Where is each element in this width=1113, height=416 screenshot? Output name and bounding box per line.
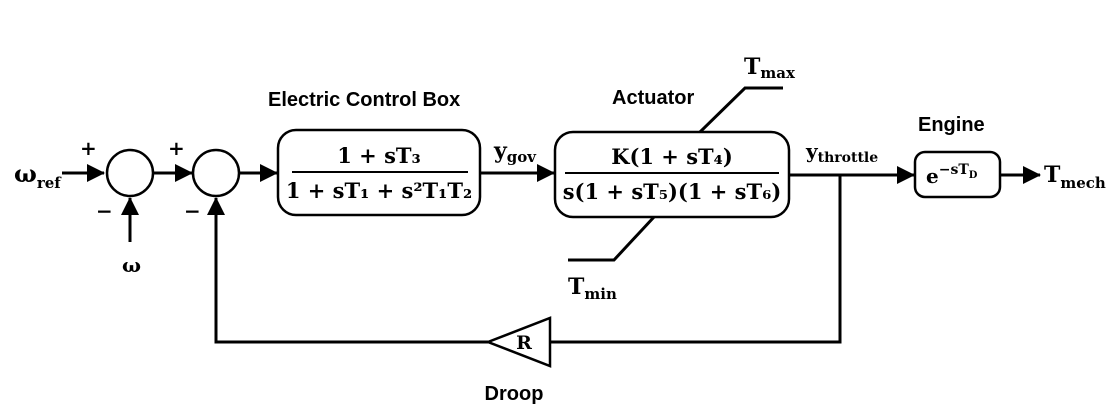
sum2-minus-sign: − bbox=[184, 199, 201, 223]
t-min-label: Tmin bbox=[568, 274, 617, 303]
ecb-title: Electric Control Box bbox=[268, 89, 460, 111]
ecb-numerator: 1 + sT₃ bbox=[337, 143, 420, 168]
omega-label: ω bbox=[122, 253, 141, 277]
y-throttle-label: ythrottle bbox=[805, 139, 878, 166]
summing-junction-1 bbox=[105, 148, 155, 198]
t-mech-label: Tmech bbox=[1044, 162, 1106, 192]
droop-gain-label: R bbox=[516, 332, 532, 354]
engine-transfer-function: e−sTD bbox=[926, 162, 978, 188]
feedback-line-right bbox=[550, 175, 842, 344]
actuator-numerator: K(1 + sT₄) bbox=[611, 144, 733, 169]
sum1-minus-sign: − bbox=[96, 199, 113, 223]
summing-junction-2 bbox=[191, 148, 241, 198]
feedback-line-left bbox=[207, 197, 488, 344]
sum1-plus-sign: + bbox=[80, 136, 97, 160]
t-max-label: Tmax bbox=[744, 54, 796, 82]
t-max-limit-line bbox=[698, 86, 783, 134]
actuator-title: Actuator bbox=[612, 87, 694, 109]
ecb-denominator: 1 + sT₁ + s²T₁T₂ bbox=[286, 178, 472, 203]
y-gov-label: ygov bbox=[493, 138, 537, 166]
t-min-limit-line bbox=[568, 215, 656, 262]
engine-title: Engine bbox=[918, 114, 985, 136]
actuator-denominator: s(1 + sT₅)(1 + sT₆) bbox=[563, 179, 782, 204]
sum2-plus-sign: + bbox=[168, 136, 185, 160]
droop-title: Droop bbox=[485, 383, 544, 405]
droop-gain-block bbox=[484, 316, 552, 368]
omega-ref-label: ωref bbox=[14, 159, 62, 192]
